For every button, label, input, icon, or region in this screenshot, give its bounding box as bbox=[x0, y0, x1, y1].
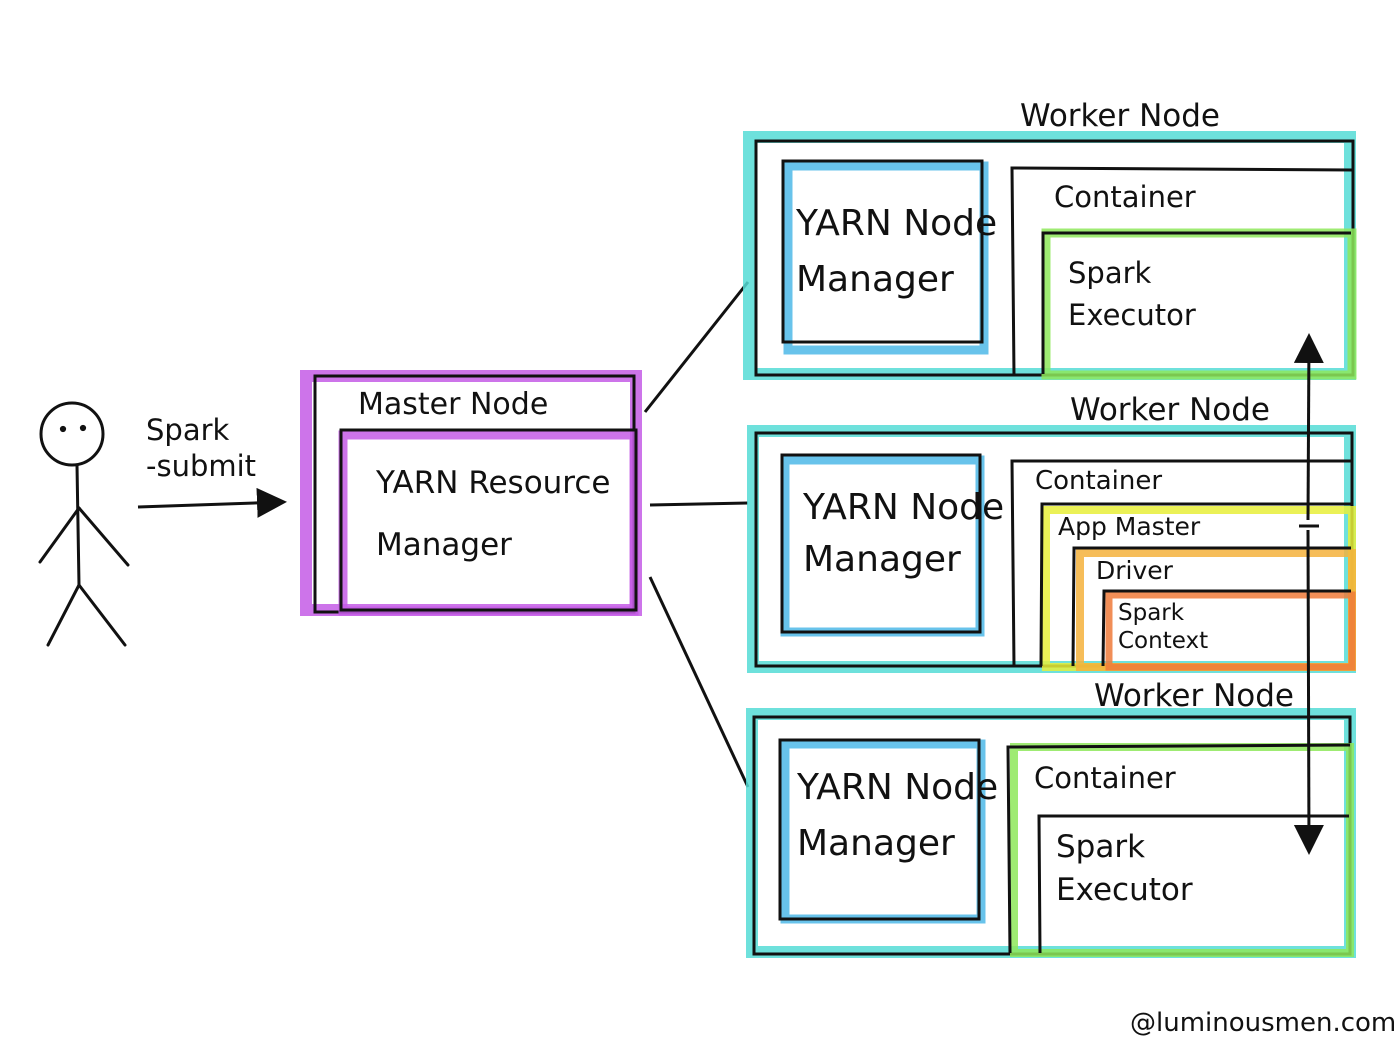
worker-3-container-lines bbox=[1006, 743, 1351, 954]
master-node-title: Master Node bbox=[358, 387, 549, 422]
user-eye-right bbox=[79, 424, 87, 432]
link-to-worker-2 bbox=[649, 501, 749, 507]
spark-submit-arrow bbox=[137, 487, 287, 518]
worker-1-nodemanager-label: YARN Node Manager bbox=[796, 203, 998, 300]
worker-2-title: Worker Node bbox=[1070, 392, 1270, 428]
resource-manager-box bbox=[339, 428, 638, 612]
worker-1-container-label: Container bbox=[1054, 180, 1196, 214]
worker-node-3 bbox=[746, 708, 1356, 958]
resource-manager-label: YARN Resource Manager bbox=[376, 465, 611, 563]
spark-context-glow bbox=[1105, 591, 1356, 671]
user-arm-left bbox=[38, 506, 81, 564]
worker-1-nodemanager-glow bbox=[783, 161, 989, 355]
driver-to-executor-3-arrow bbox=[1293, 529, 1324, 855]
user-eye-left bbox=[59, 425, 67, 433]
worker-3-nodemanager-box bbox=[778, 738, 981, 921]
worker-2-nodemanager-label: YARN Node Manager bbox=[803, 487, 1005, 581]
app-master-label: App Master bbox=[1058, 512, 1201, 541]
spark-context-label: Spark Context bbox=[1118, 600, 1209, 654]
link-to-worker-1 bbox=[643, 281, 750, 413]
worker-2-nodemanager-box bbox=[780, 453, 982, 634]
worker-3-title: Worker Node bbox=[1094, 678, 1294, 714]
worker-1-title: Worker Node bbox=[1020, 98, 1220, 134]
worker-1-executor-label: Spark Executor bbox=[1068, 256, 1196, 333]
user-leg-left bbox=[46, 583, 81, 647]
driver-to-executor-1-arrow bbox=[1293, 333, 1324, 521]
master-node bbox=[300, 370, 642, 616]
user-stick-figure bbox=[38, 401, 130, 647]
worker-3-container-label: Container bbox=[1034, 761, 1176, 795]
worker-1-container-lines bbox=[1010, 166, 1353, 376]
worker-1-nodemanager-box bbox=[781, 159, 984, 344]
worker-3-nodemanager-label: YARN Node Manager bbox=[797, 767, 999, 864]
worker-2-container-label: Container bbox=[1035, 466, 1163, 496]
worker-3-executor-label: Spark Executor bbox=[1056, 829, 1193, 909]
worker-node-1 bbox=[743, 131, 1357, 380]
worker-node-2 bbox=[747, 425, 1356, 673]
worker-2-nested-lines bbox=[1010, 459, 1351, 667]
user-leg-right bbox=[77, 583, 127, 647]
user-head bbox=[39, 401, 105, 467]
user-body bbox=[75, 463, 81, 587]
spark-submit-label: Spark -submit bbox=[146, 413, 257, 484]
driver-label: Driver bbox=[1096, 556, 1173, 585]
credit-text: @luminousmen.com bbox=[1130, 1008, 1397, 1038]
link-to-worker-3 bbox=[648, 576, 750, 788]
user-arm-right bbox=[77, 506, 130, 567]
